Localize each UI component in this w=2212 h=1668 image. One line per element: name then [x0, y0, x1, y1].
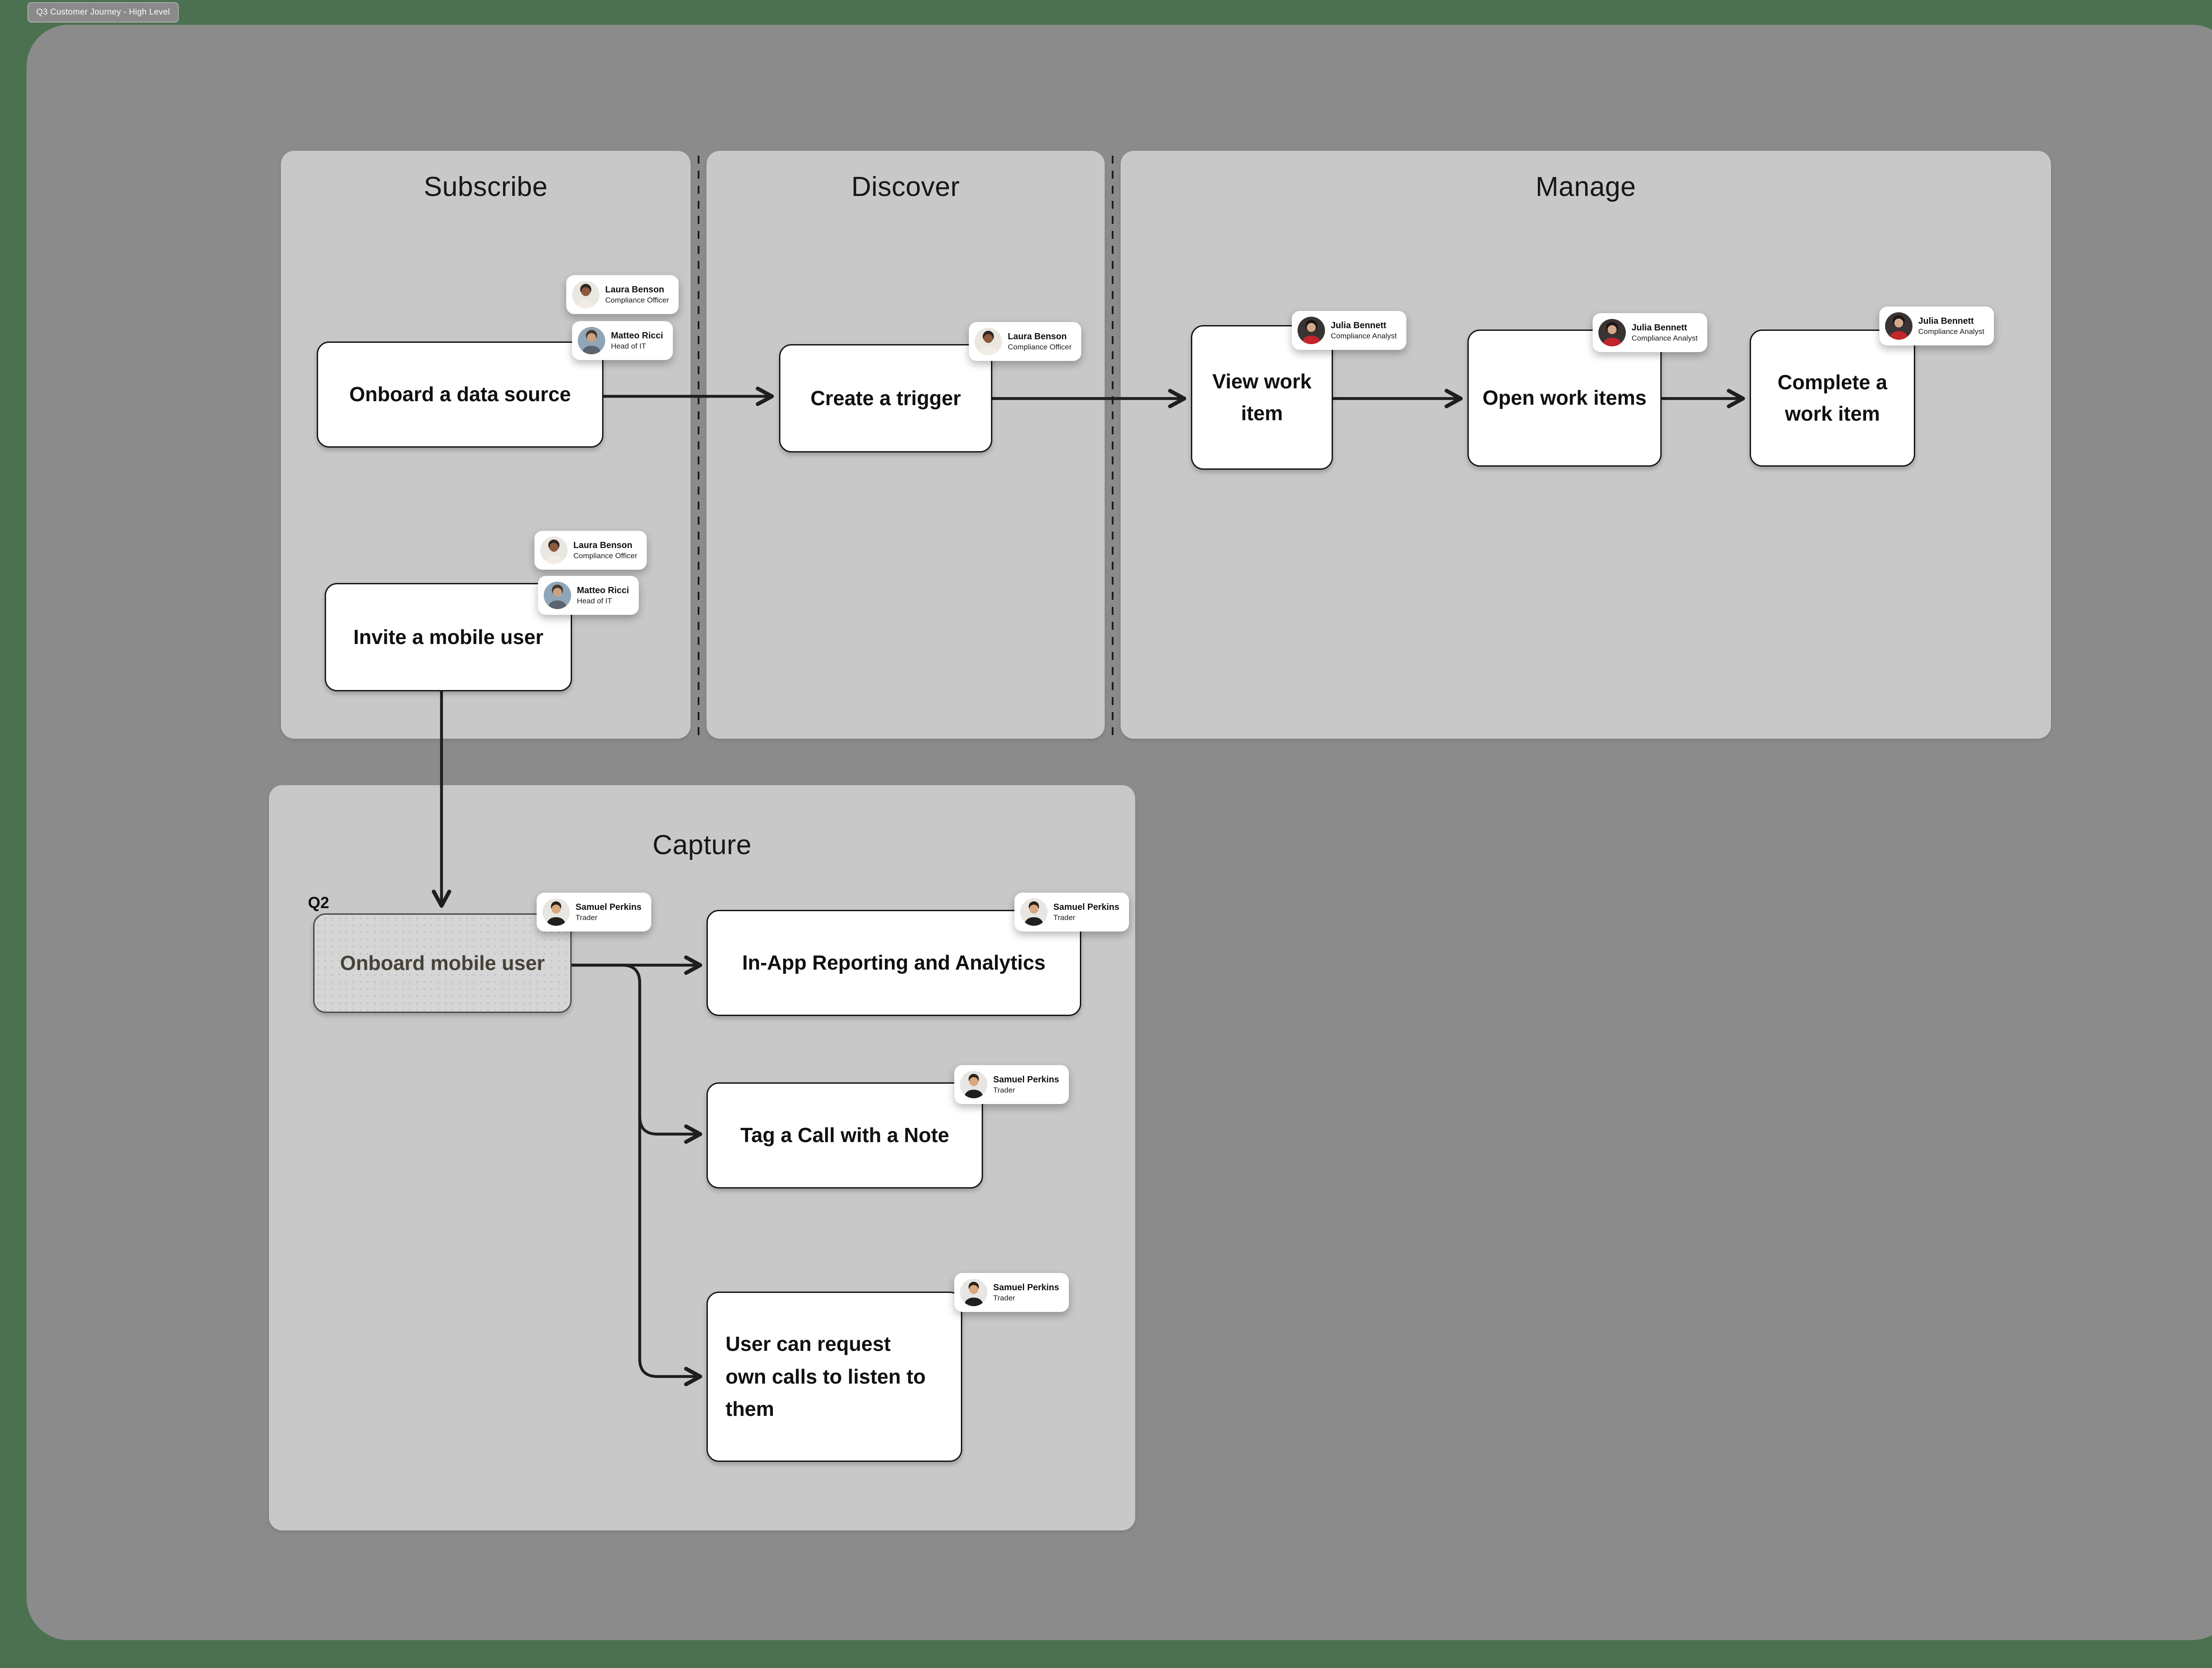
julia-bennett-avatar	[1298, 317, 1325, 344]
laura-benson-avatar	[540, 537, 568, 564]
samuel-perkins-avatar	[960, 1071, 987, 1098]
julia-bennett-avatar	[1885, 312, 1912, 340]
assignee-name: Matteo Ricci	[577, 585, 629, 595]
matteo-ricci-avatar	[578, 327, 605, 354]
assignee-role: Compliance Analyst	[1632, 334, 1698, 342]
assignee-role: Trader	[576, 913, 598, 922]
card-label: Onboard a data source	[349, 383, 571, 406]
card-user-request-own-calls[interactable]: User can request own calls to listen to …	[707, 1292, 962, 1462]
card-label: Open work items	[1482, 386, 1647, 410]
laura-benson-avatar	[975, 328, 1002, 355]
card-label: Create a trigger	[810, 386, 961, 410]
assignee-name: Samuel Perkins	[576, 902, 641, 912]
lane-manage-title: Manage	[1535, 172, 1636, 202]
assignee-name: Samuel Perkins	[1053, 902, 1119, 912]
assignee-role: Compliance Analyst	[1918, 327, 1985, 336]
lane-discover-title: Discover	[851, 172, 960, 202]
assignee-role: Compliance Officer	[1008, 342, 1072, 351]
card-open-work-items[interactable]: Open work items	[1467, 330, 1662, 467]
assignee-role: Compliance Officer	[605, 295, 669, 304]
samuel-perkins-avatar	[1020, 898, 1048, 926]
quarter-label-q2: Q2	[308, 893, 330, 912]
lane-subscribe-title: Subscribe	[423, 172, 548, 202]
laura-benson-avatar	[572, 281, 599, 308]
assignee-name: Samuel Perkins	[993, 1074, 1059, 1085]
assignee-name: Julia Bennett	[1918, 316, 1974, 326]
card-label: Tag a Call with a Note	[740, 1124, 949, 1147]
samuel-perkins-avatar	[542, 898, 570, 926]
assignee-role: Trader	[993, 1293, 1015, 1302]
assignee-role: Trader	[993, 1085, 1015, 1094]
card-label: View work item	[1212, 370, 1312, 425]
julia-bennett-avatar	[1598, 319, 1626, 346]
lane-capture[interactable]: Capture	[269, 785, 1135, 1530]
card-invite-mobile-user[interactable]: Invite a mobile user	[325, 583, 572, 691]
assignee-name: Laura Benson	[573, 540, 633, 550]
assignee-role: Head of IT	[577, 596, 612, 605]
matteo-ricci-avatar	[544, 582, 571, 609]
lane-capture-title: Capture	[652, 830, 752, 860]
card-onboard-mobile-user[interactable]: Onboard mobile user	[313, 913, 572, 1013]
card-label: Onboard mobile user	[340, 951, 545, 974]
lane-discover[interactable]: Discover	[707, 151, 1105, 739]
assignee-name: Laura Benson	[1008, 331, 1067, 341]
assignee-name: Laura Benson	[605, 284, 664, 295]
assignee-role: Compliance Officer	[573, 551, 637, 560]
assignee-role: Compliance Analyst	[1331, 331, 1397, 340]
card-label: In-App Reporting and Analytics	[742, 951, 1046, 974]
samuel-perkins-avatar	[960, 1279, 987, 1306]
assignee-role: Trader	[1053, 913, 1075, 922]
card-label: Complete a work item	[1778, 370, 1887, 425]
card-tag-call-with-note[interactable]: Tag a Call with a Note	[707, 1082, 983, 1189]
card-label: Invite a mobile user	[353, 625, 544, 648]
card-inapp-reporting-analytics[interactable]: In-App Reporting and Analytics	[707, 910, 1081, 1016]
card-label: User can request own calls to listen to …	[726, 1332, 926, 1421]
assignee-name: Matteo Ricci	[611, 330, 663, 341]
card-create-trigger[interactable]: Create a trigger	[779, 344, 992, 452]
frame-title: Q3 Customer Journey - High Level	[36, 8, 170, 17]
lane-divider-dashed	[698, 156, 699, 735]
lane-divider-dashed	[1112, 156, 1114, 735]
assignee-name: Julia Bennett	[1331, 320, 1386, 330]
frame-title-tab[interactable]: Q3 Customer Journey - High Level	[27, 2, 179, 23]
card-complete-work-item[interactable]: Complete a work item	[1750, 330, 1915, 467]
assignee-name: Samuel Perkins	[993, 1282, 1059, 1292]
assignee-name: Julia Bennett	[1632, 322, 1687, 333]
card-onboard-data-source[interactable]: Onboard a data source	[317, 341, 603, 448]
assignee-role: Head of IT	[611, 341, 646, 350]
